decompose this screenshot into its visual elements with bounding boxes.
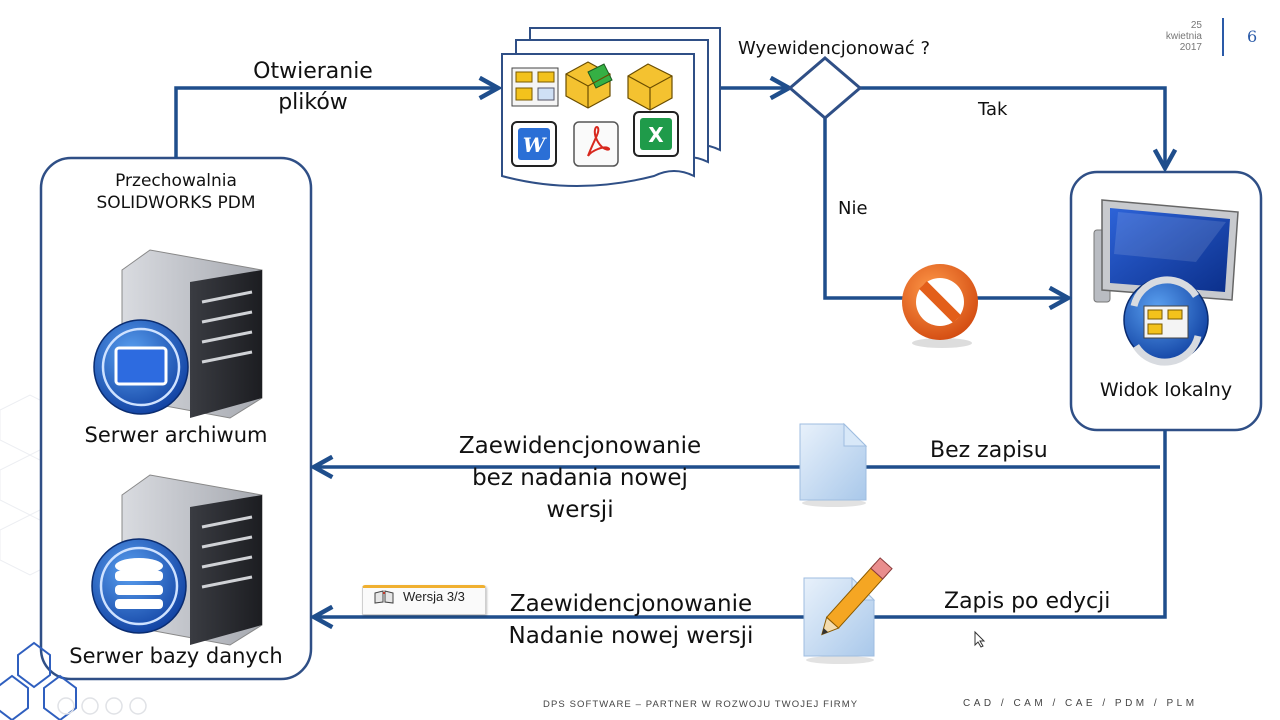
version-tab-label: Wersja 3/3 — [403, 589, 465, 604]
date-year: 2017 — [1179, 42, 1202, 53]
archive-server-label: Serwer archiwum — [84, 423, 268, 447]
decision-diamond — [787, 56, 863, 120]
footer-categories: CAD / CAM / CAE / PDM / PLM — [963, 698, 1198, 709]
yes-label: Tak — [978, 99, 1008, 120]
arrow-yes — [860, 86, 1165, 166]
open-files-label: Otwieranie plików — [253, 59, 373, 115]
excel-icon: X — [633, 111, 679, 157]
mouse-cursor-icon — [974, 630, 986, 648]
database-server-icon — [91, 474, 263, 646]
slide-number: 6 — [1247, 27, 1258, 46]
document-icon — [799, 422, 868, 507]
prohibited-icon — [902, 264, 978, 348]
date-month: kwietnia — [1165, 31, 1202, 42]
checkin-no-version-label: Zaewidencjonowanie bez nadania nowej wer… — [458, 433, 702, 523]
arrow-open-files — [174, 88, 496, 158]
header-separator — [1222, 18, 1224, 56]
pdf-icon — [573, 121, 619, 167]
svg-text:W: W — [523, 133, 548, 157]
arrow-no — [823, 118, 1066, 298]
no-label: Nie — [838, 198, 868, 219]
slide-date: 25 kwietnia 2017 — [1166, 20, 1202, 53]
database-server-label: Serwer bazy danych — [69, 644, 283, 668]
hex-decoration — [0, 641, 77, 720]
edit-document-icon — [803, 557, 893, 664]
local-computer-icon — [1093, 199, 1239, 366]
vault-title-line2: SOLIDWORKS PDM — [96, 193, 256, 213]
archive-server-icon — [93, 249, 263, 419]
solidworks-part-icon — [627, 63, 673, 111]
word-icon: W — [511, 121, 557, 167]
player-controls-faint — [57, 697, 147, 715]
checkin-new-version-label: Zaewidencjonowanie Nadanie nowej wersji — [508, 591, 754, 649]
date-day: 25 — [1190, 20, 1202, 31]
solidworks-assembly-icon — [565, 61, 613, 109]
save-after-edit-label: Zapis po edycji — [944, 589, 1111, 614]
solidworks-drawing-icon — [511, 67, 559, 107]
book-icon — [374, 590, 394, 604]
checkout-question: Wyewidencjonować ? — [738, 38, 931, 59]
no-save-label: Bez zapisu — [930, 438, 1048, 463]
arrow-save-after-edit — [316, 430, 1167, 617]
version-tab: Wersja 3/3 — [362, 579, 486, 615]
svg-text:X: X — [648, 123, 664, 147]
flow-arrows — [174, 86, 1167, 617]
vault-title: Przechowalnia SOLIDWORKS PDM — [41, 170, 311, 214]
footer-company: DPS SOFTWARE – PARTNER W ROZWOJU TWOJEJ … — [543, 699, 859, 710]
local-view-label: Widok lokalny — [1099, 379, 1233, 401]
vault-title-line1: Przechowalnia — [115, 171, 237, 191]
